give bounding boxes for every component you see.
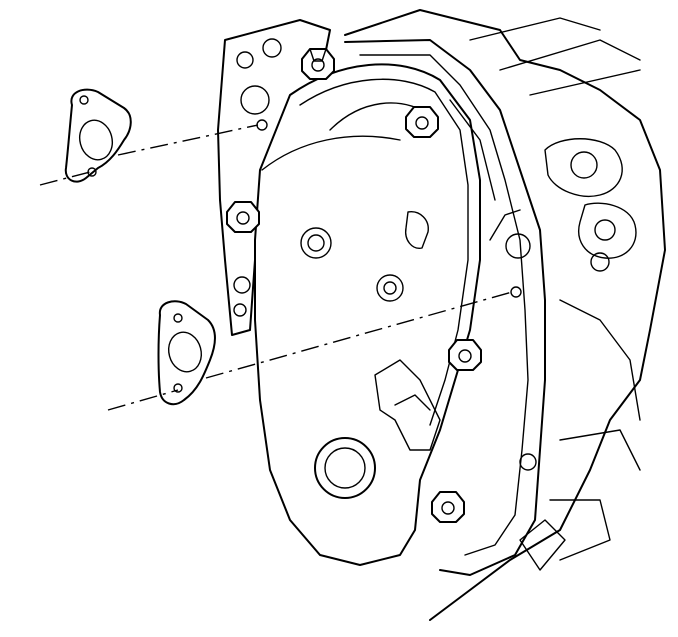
lower-gasket — [157, 300, 216, 406]
engine-block — [344, 9, 666, 621]
cover-bolts — [226, 48, 482, 523]
bolt-icon — [301, 48, 335, 80]
bolt-icon — [431, 491, 465, 523]
bolt-icon — [405, 106, 439, 138]
bolt-icon — [226, 201, 260, 233]
cover-rim — [344, 39, 546, 576]
upper-gasket — [64, 88, 132, 183]
engine-front-cover — [254, 63, 481, 566]
alignment-lines — [39, 124, 513, 411]
bolt-icon — [448, 339, 482, 371]
